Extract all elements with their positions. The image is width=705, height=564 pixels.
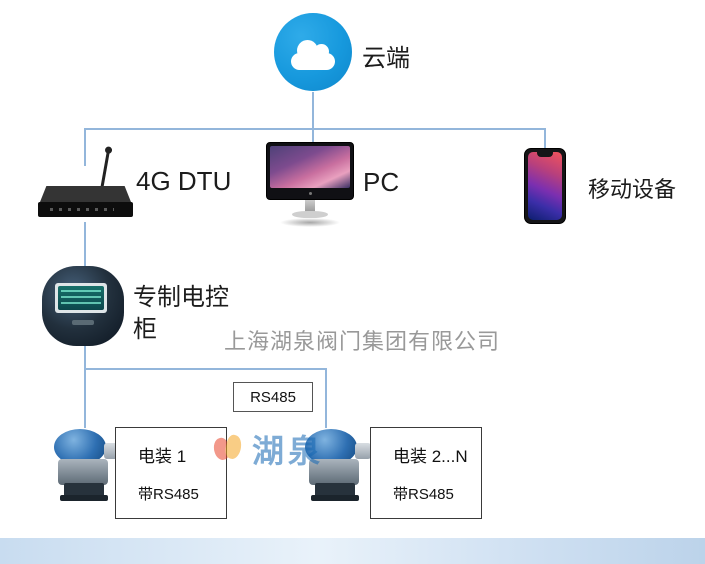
actuator2-name: 电装 2...N [393,447,468,466]
connector-bus-to-dtu [84,128,86,166]
actuator1-feature: 带RS485 [138,486,199,503]
mobile-label: 移动设备 [588,177,677,202]
rs485-box: RS485 [233,382,313,412]
cloud-icon [274,13,352,91]
cabinet-label: 专制电控柜 [133,284,229,344]
cloud-label: 云端 [362,45,410,72]
company-watermark: 上海湖泉阀门集团有限公司 [224,329,501,354]
connector-bus-to-mobile [544,128,546,152]
dtu-label: 4G DTU [136,166,232,196]
footer-band [0,538,705,564]
smartphone-icon [524,148,566,224]
connector-rsbus-to-actuator1 [84,368,86,428]
connector-bus-to-pc [312,128,314,146]
brand-flame-icon [212,433,246,465]
connector-rsbus-to-actuator2 [325,368,327,428]
actuator2-box: 电装 2...N 带RS485 [370,427,482,519]
actuator1-icon [52,425,122,505]
connector-dtu-to-cabinet [84,222,86,270]
connector-rs485-bus [84,368,327,370]
router-icon [38,150,133,222]
pc-icon [266,142,354,228]
antenna-icon [100,150,110,191]
actuator1-name: 电装 1 [138,447,187,466]
control-cabinet-icon [42,266,124,346]
actuator1-box: 电装 1 带RS485 [115,427,227,519]
logo-watermark: 湖泉 [212,426,324,472]
pc-label: PC [363,167,400,197]
cloud-glyph [291,40,335,70]
connector-cloud-to-bus [312,92,314,129]
brand-logo-text: 湖泉 [252,433,325,469]
actuator2-icon [303,425,373,505]
connector-top-bus [84,128,546,130]
connector-cabinet-to-rsbus [84,344,86,370]
actuator2-feature: 带RS485 [393,486,454,503]
